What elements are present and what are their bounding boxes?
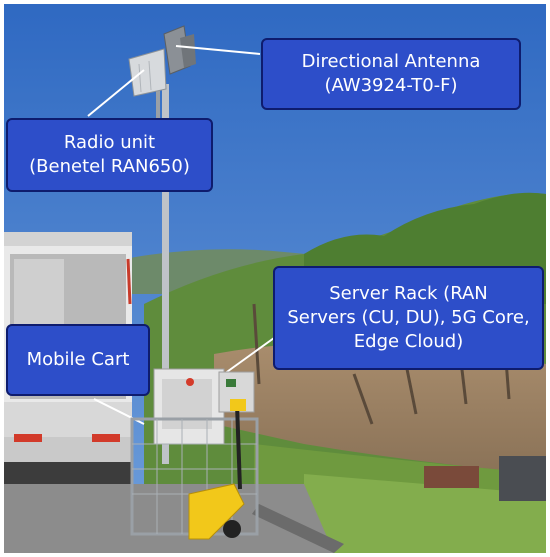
- pallet-jack: [188, 399, 246, 540]
- server-rack-callout: Server Rack (RAN Servers (CU, DU), 5G Co…: [273, 266, 544, 370]
- directional-antenna-device: [163, 25, 196, 75]
- grass-light: [304, 474, 546, 553]
- mobile-cart-callout: Mobile Cart: [6, 324, 150, 396]
- directional-antenna-callout: Directional Antenna (AW3924-T0-F): [261, 38, 521, 110]
- callout-line: Radio unit: [63, 132, 156, 153]
- callout-line: Mobile Cart: [26, 349, 130, 370]
- curb: [252, 504, 344, 553]
- crates: [424, 456, 546, 501]
- callout-line: (AW3924-T0-F): [324, 75, 458, 96]
- photo-frame: Directional Antenna (AW3924-T0-F) Radio …: [4, 4, 546, 553]
- road: [4, 484, 334, 553]
- callout-line: Directional Antenna: [301, 51, 481, 72]
- radio-unit-device: [128, 48, 167, 97]
- callout-line: Servers (CU, DU), 5G Core,: [287, 307, 530, 328]
- callout-line: (Benetel RAN650): [29, 156, 190, 177]
- callout-line: Edge Cloud): [353, 331, 464, 352]
- server-rack-cart: [130, 368, 259, 536]
- radio-unit-callout: Radio unit (Benetel RAN650): [6, 118, 213, 192]
- antenna-mast: [156, 84, 169, 464]
- callout-line: Server Rack (RAN: [329, 283, 488, 304]
